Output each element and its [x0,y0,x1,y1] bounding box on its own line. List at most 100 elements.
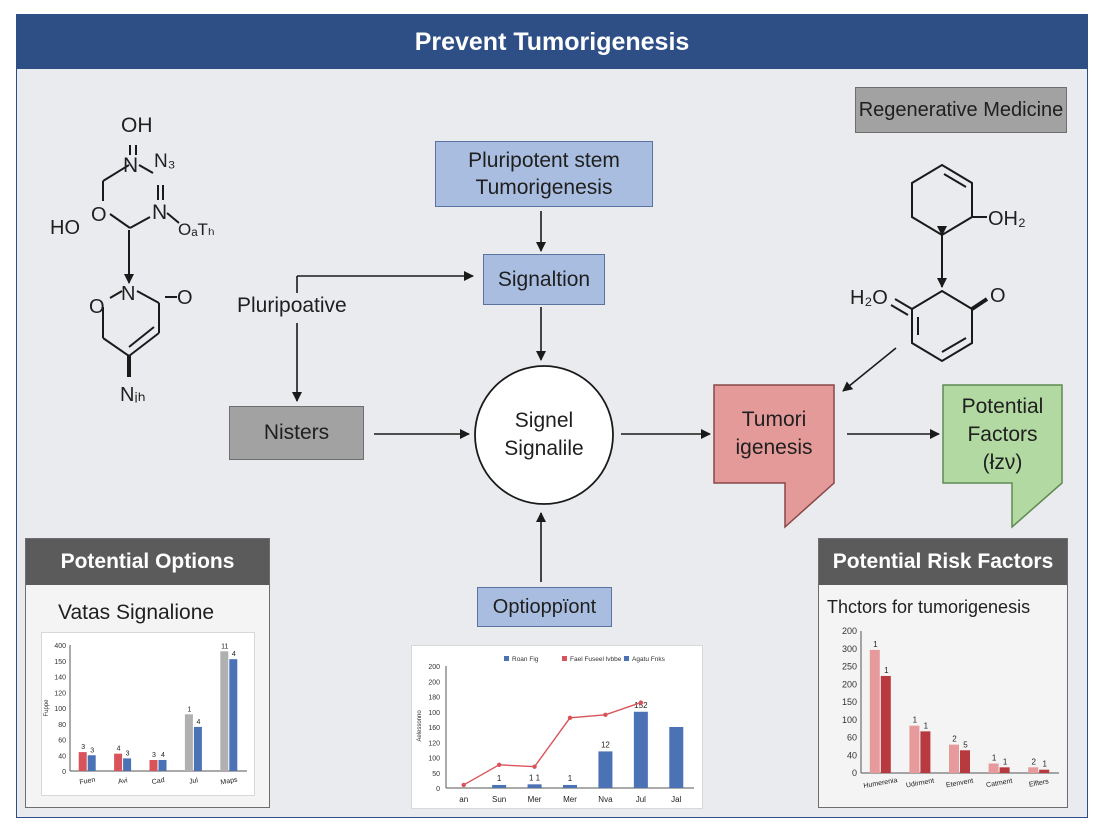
factors-line-2: Factors [967,423,1038,446]
x-tick-label: Elfters [1029,778,1050,788]
bar [149,759,158,771]
bar [123,758,132,771]
line-point [567,715,573,721]
legend-label: Fael Fuseel lvbbe [570,656,622,663]
mol-label: N [154,175,155,176]
data-label: 1 1 [529,773,541,782]
pluripotent-line-2: Tumorigenesis [475,176,613,199]
diagram-title: Prevent Tumorigenesis [17,15,1087,69]
mol-label: O [177,287,193,309]
bar [229,659,238,771]
center-node [474,365,614,505]
optiopp-label: Optioppïont [492,595,597,618]
data-label: 12 [601,740,610,749]
left-molecule [102,145,180,377]
legend-label: Agatu Fnks [632,656,666,663]
x-tick-label: Jul [189,777,199,786]
potential-risk-factors-subtitle: Thctors for tumorigenesis [827,597,1031,617]
mol-label: N [121,283,136,305]
potential-risk-factors-title: Potential Risk Factors [819,539,1067,585]
tumorigenesis-node-shape [713,384,835,529]
factors-line-3: (łzν) [982,451,1023,474]
signaltion-node: Signaltion [483,254,605,305]
data-label: 4 [117,746,121,753]
bar [492,784,507,788]
mol-label: OₐTₕ [178,220,215,239]
line-point [603,712,608,717]
factors-node-shape [942,384,1063,529]
bar [184,714,193,771]
mol-label: N₃ [154,151,176,172]
y-tick-label: 100 [428,710,440,717]
mol-label: HO [50,217,80,239]
x-tick-label: Mer [563,795,577,804]
data-label: 1 [1042,760,1047,769]
potential-options-title: Potential Options [26,539,269,585]
mol-label: O [91,204,107,226]
bar [909,725,920,773]
regenerative-medicine-label: Regenerative Medicine [858,98,1064,121]
y-tick-label: 120 [428,740,440,747]
bar [949,744,959,773]
bar [78,752,87,771]
bar [158,759,167,771]
y-tick-label: 60 [847,733,857,743]
x-tick-label: Avi [118,777,129,786]
x-tick-label: Mer [528,795,542,804]
bar [869,649,880,773]
pluripotent-line-1: Pluripotent stem [468,149,620,172]
x-tick-label: Sun [492,795,506,804]
potential-risk-factors-panel: Potential Risk Factors Thctors for tumor… [818,538,1068,808]
bar [988,763,999,773]
risk-factors-bar-chart: 2003002502001501006040011Humerenia11Udir… [842,626,1059,790]
potential-options-subtitle: Vataѕ Signalione [58,601,215,624]
data-label: 1 [568,774,573,783]
bar [563,784,577,788]
data-label: 5 [963,740,968,749]
x-tick-label: Cad [151,777,165,786]
y-axis-label: Fuppe [44,699,50,717]
tumori-line-2: igenesis [735,436,813,459]
data-label: 2 [952,735,957,744]
line-point [461,782,466,788]
legend-label: Roan Fig [512,656,539,663]
y-tick-label: 100 [428,756,440,763]
data-label: 11 [221,643,228,650]
y-tick-label: 0 [852,768,857,778]
optiopp-node: Optioppïont [477,587,612,627]
diagram-frame: Prevent Tumorigenesis [16,14,1088,818]
y-tick-label: 0 [62,769,66,776]
x-tick-label: Maps [220,777,239,787]
x-tick-label: Fuen [79,777,96,787]
bar [1039,769,1050,773]
pluripotent-node: Pluripotent stem Tumorigenesis [435,141,653,207]
right-molecule [890,163,989,363]
x-tick-label: Catment [986,778,1013,789]
data-label: 1 [992,754,997,763]
legend-swatch [504,656,509,661]
mol-label: N [152,201,168,224]
bar [633,711,648,788]
signaltion-label: Signaltion [497,267,591,291]
data-label: 152 [634,701,648,710]
y-tick-label: 400 [54,643,66,650]
data-label: 1 [187,706,191,713]
x-tick-label: Jal [671,795,681,804]
center-line-1: Signel [514,409,574,432]
y-tick-label: 40 [58,753,66,760]
x-tick-label: Jul [636,795,646,804]
y-tick-label: 60 [58,738,66,745]
y-tick-label: 40 [847,750,857,760]
data-label: 2 [1031,757,1036,766]
data-label: 3 [126,750,130,757]
data-label: 4 [161,752,165,759]
mol-label: O [177,217,178,218]
bar [220,651,229,771]
connector-layer [102,145,1063,582]
x-tick-label: an [459,795,468,804]
data-label: 3 [90,747,94,754]
